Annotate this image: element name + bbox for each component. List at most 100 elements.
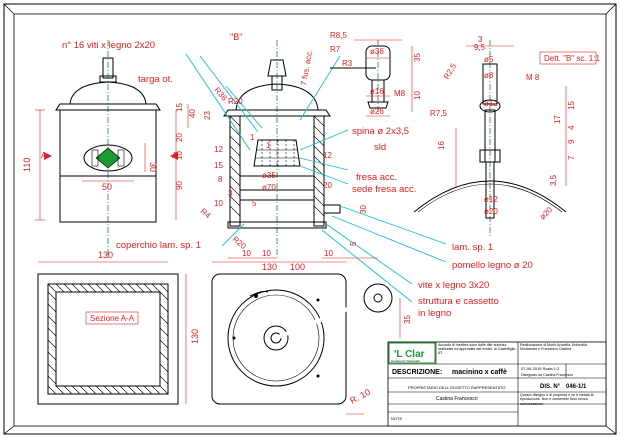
leader-lines [185,53,447,303]
note-r85: R8,5 [330,31,347,40]
dim-30-right: 30 [359,205,368,214]
dim-d20-b: ø20 [484,207,498,216]
dim-15-section: 15 [214,161,223,170]
dim-17-detail: 17 [553,115,562,124]
top-view [211,257,401,415]
note-r3: R3 [342,59,353,68]
dim-3-5-detail: 3,5 [549,174,558,186]
section-view [223,40,341,260]
dim-5-section: 5 [252,199,257,208]
dim-90-front: 90 [175,181,184,190]
note-viti-legno: vite x legno 3x20 [418,280,489,291]
dim-d16: ø16 [370,87,384,96]
dim-12-right: 12 [323,151,332,160]
dim-50: 50 [102,182,112,192]
note-pomello: pomello legno ø 20 [452,260,533,271]
title-address-col-wrap: Accordo di ineditez sono dalle dite auto… [438,343,517,356]
dim-10-top-left: 10 [242,249,251,258]
dim-9-detail: 9 [567,139,576,144]
note-sede-fresa: sede fresa acc. [352,184,416,195]
dim-5-right: 5 [349,241,358,246]
title-address-col: Accordo di ineditez sono dalle dite auto… [438,343,517,356]
dim-35-crank: 35 [413,53,422,62]
note-r36: R36 [212,86,229,103]
outer-frame [3,3,617,435]
crank-detail [330,39,413,117]
title-company-col-wrap: Realizzazione di Morfo Aravella, Antonel… [520,343,587,352]
dim-10-top-mid: 10 [262,249,271,258]
dim-d8: ø8 [484,71,494,80]
note-r20-a: R20 [228,97,243,106]
title-date-scale: 07-06-2019 Scala 1:2 [521,366,560,371]
note-r7: R7 [330,45,341,54]
dim-9-5-detail: 9,5 [474,43,486,52]
note-spina: spina ø 2x3,5 [352,126,409,137]
note-fresa: fresa acc. [356,172,397,183]
section-mark-left: A [41,151,47,160]
dim-d70: ø70 [262,183,276,192]
title-logo-sub: Arredamento "Clarnaccialli" [391,360,420,363]
dim-10-top-right: 10 [324,249,333,258]
label-sezione: Sezione A-A [90,314,135,323]
dim-130-left: 130 [98,250,113,260]
inner-frame [13,13,607,427]
title-owner: Castina Francesco [436,396,478,402]
dim-23: 23 [203,111,212,120]
note-r25: R2,5 [442,61,459,81]
dim-7-detail: 7 [567,155,576,160]
title-logo: 'L Clar [394,349,425,360]
dim-d26: ø26 [370,107,384,116]
dim-110: 110 [22,158,32,172]
title-company-col: Realizzazione di Morfo Aravella, Antonel… [520,343,587,352]
title-disclaimer-wrap: Questo disegno è di proprietà e ne è vie… [520,393,594,406]
note-plate: targa ot. [138,74,173,85]
note-sld: sld [374,142,386,153]
title-notes-label: NOTE [391,416,402,421]
corner-marks [3,3,617,435]
dim-100-top: 100 [290,262,305,272]
view-b-label: "B" [230,32,242,42]
dim-15-detail: 15 [567,101,576,110]
note-m8-a: M8 [394,89,406,98]
title-drawing-no: 046-1/1 [566,384,587,390]
note-screws-top: n° 16 viti x legno 2x20 [62,40,155,51]
dim-3-section: 3 [228,189,233,198]
dim-4-detail: 4 [567,125,576,130]
dim-d20: ø20 [538,205,555,222]
note-r4: R4 [199,207,213,221]
note-fusto: 7 fus. acc. [299,49,314,86]
dim-8: 8 [218,175,223,184]
note-m8-b: M 8 [526,73,540,82]
detail-b [413,40,597,236]
title-disclaimer: Questo disegno è di proprietà e ne è vie… [520,393,594,406]
note-one-b: 1 [266,141,271,150]
note-lam-sp1: lam. sp. 1 [452,242,493,253]
dim-d36: ø36 [370,47,384,56]
dim-12-section: 12 [214,145,223,154]
note-struttura-1: struttura e cassetto [418,296,499,307]
dim-130-vertical: 130 [190,329,200,344]
title-drawing-no-label: DIS. N° [540,384,561,390]
dim-d35: ø35 [262,171,276,180]
dim-d12-a: ø12 [484,99,498,108]
dim-130-top: 130 [262,262,277,272]
note-one-a: 1 [250,133,255,142]
dim-d5: ø5 [484,55,494,64]
dim-d12-b: ø12 [484,195,498,204]
dim-3-detail: 3 [478,35,483,44]
title-ownership: PROPRIETARIO DELL'OGGETTO RAPPRESENTATO [408,385,506,390]
title-description-label: DESCRIZIONE: [392,369,442,376]
section-mark-right: A [172,151,178,160]
detail-b-title: Dett. "B" sc. 1:1 [544,54,600,63]
dim-40-front: 40 [188,109,197,118]
note-r10: R. 10 [348,387,372,406]
note-coperchio: coperchio lam. sp. 1 [116,240,201,251]
title-block [387,341,607,427]
dim-10-front: 10 [175,151,184,160]
dim-35-top: 35 [403,315,412,324]
dim-20-front: 20 [175,133,184,142]
dim-20-right: 20 [323,181,332,190]
title-description: macinino x caffè [452,369,507,376]
note-r75: R7,5 [430,109,447,118]
